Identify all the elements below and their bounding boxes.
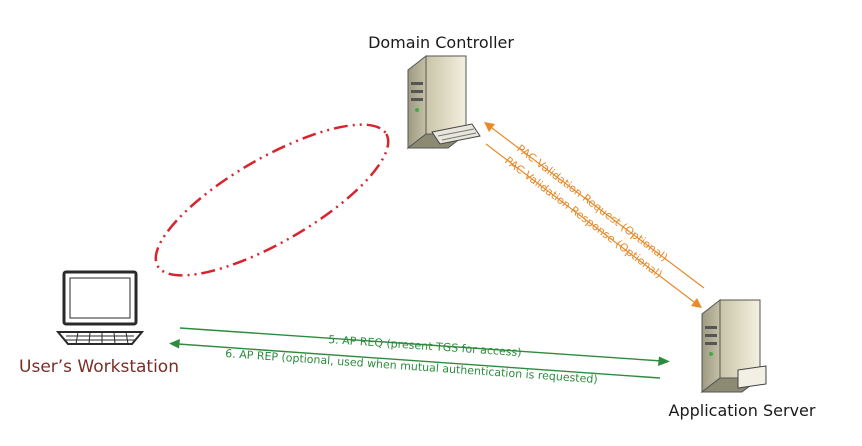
application-server-label: Application Server	[669, 401, 816, 420]
application-server-icon	[700, 298, 767, 394]
pac-request-arrow	[484, 122, 705, 289]
pac-response-label: PAC Validation Response (Optional)	[502, 154, 664, 281]
highlight-ellipse	[154, 123, 390, 277]
ap-rep-arrow	[169, 339, 661, 379]
domain-controller-server-icon	[406, 54, 481, 150]
pac-request-label: PAC Validation Request (Optional)	[514, 142, 670, 264]
domain-controller-label: Domain Controller	[368, 33, 514, 52]
ap-req-arrow	[179, 327, 670, 366]
workstation-computer-icon	[55, 270, 145, 345]
workstation-label: User’s Workstation	[19, 357, 179, 377]
pac-response-arrow	[485, 143, 702, 308]
